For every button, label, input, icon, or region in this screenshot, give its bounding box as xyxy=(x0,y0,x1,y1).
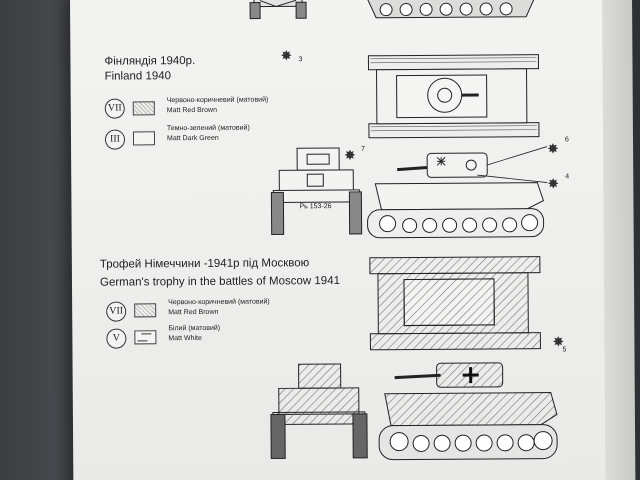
tank-front-view-trophy xyxy=(270,363,368,459)
section2-title-ua: Трофей Німеччини -1941р під Москвою xyxy=(99,257,310,271)
callout-number: 3 xyxy=(298,56,303,64)
tank-top-view-finland xyxy=(367,54,540,139)
tank-side-view-finland xyxy=(367,146,548,239)
color-name-ua: Червоно-коричневий (матовий) xyxy=(168,298,270,307)
color-name-en: Matt Red Brown xyxy=(166,106,218,115)
color-swatch-red-brown xyxy=(134,303,157,318)
color-swatch-white xyxy=(134,330,157,345)
callout-star: ✸ xyxy=(547,175,560,192)
color-name-en: Matt White xyxy=(168,334,202,343)
color-name-en: Matt Red Brown xyxy=(168,308,219,317)
turret-marking: Рь 153-26 xyxy=(299,203,332,211)
color-swatch-red-brown xyxy=(132,101,155,116)
tank-side-view-trophy xyxy=(378,362,558,461)
section2-title-en: German's trophy in the battles of Moscow… xyxy=(99,275,341,289)
paint-code-badge: VII xyxy=(104,98,125,119)
section1-title-en: Finland 1940 xyxy=(104,70,172,83)
color-name-ua: Червоно-коричневий (матовий) xyxy=(166,96,269,105)
color-name-ua: Темно-зелений (матовий) xyxy=(166,124,250,133)
tank-top-view-trophy xyxy=(369,256,541,351)
color-swatch-dark-green xyxy=(132,131,156,146)
paint-code-badge: III xyxy=(104,129,126,150)
color-name-ua: Білий (матовий) xyxy=(168,324,221,333)
color-name-en: Matt Dark Green xyxy=(166,134,219,143)
callout-number: 4 xyxy=(565,173,570,181)
callout-star: ✸ xyxy=(280,47,293,64)
callout-star: ✸ xyxy=(344,146,356,163)
tank-front-view-top xyxy=(249,0,307,20)
tank-side-view-top xyxy=(365,0,537,19)
page-curl xyxy=(601,0,636,480)
instruction-sheet: ✸ 3 Фінляндія 1940р. Finland 1940 VII Че… xyxy=(70,0,636,480)
callout-number: 5 xyxy=(562,346,567,354)
callout-number: 6 xyxy=(564,136,569,144)
paint-code-badge: VII xyxy=(106,301,127,322)
section1-title-ua: Фінляндія 1940р. xyxy=(104,55,196,68)
callout-number: 7 xyxy=(361,145,366,153)
tank-front-view-finland xyxy=(270,147,363,235)
callout-star: ✸ xyxy=(547,140,559,157)
paint-code-badge: V xyxy=(106,328,127,349)
